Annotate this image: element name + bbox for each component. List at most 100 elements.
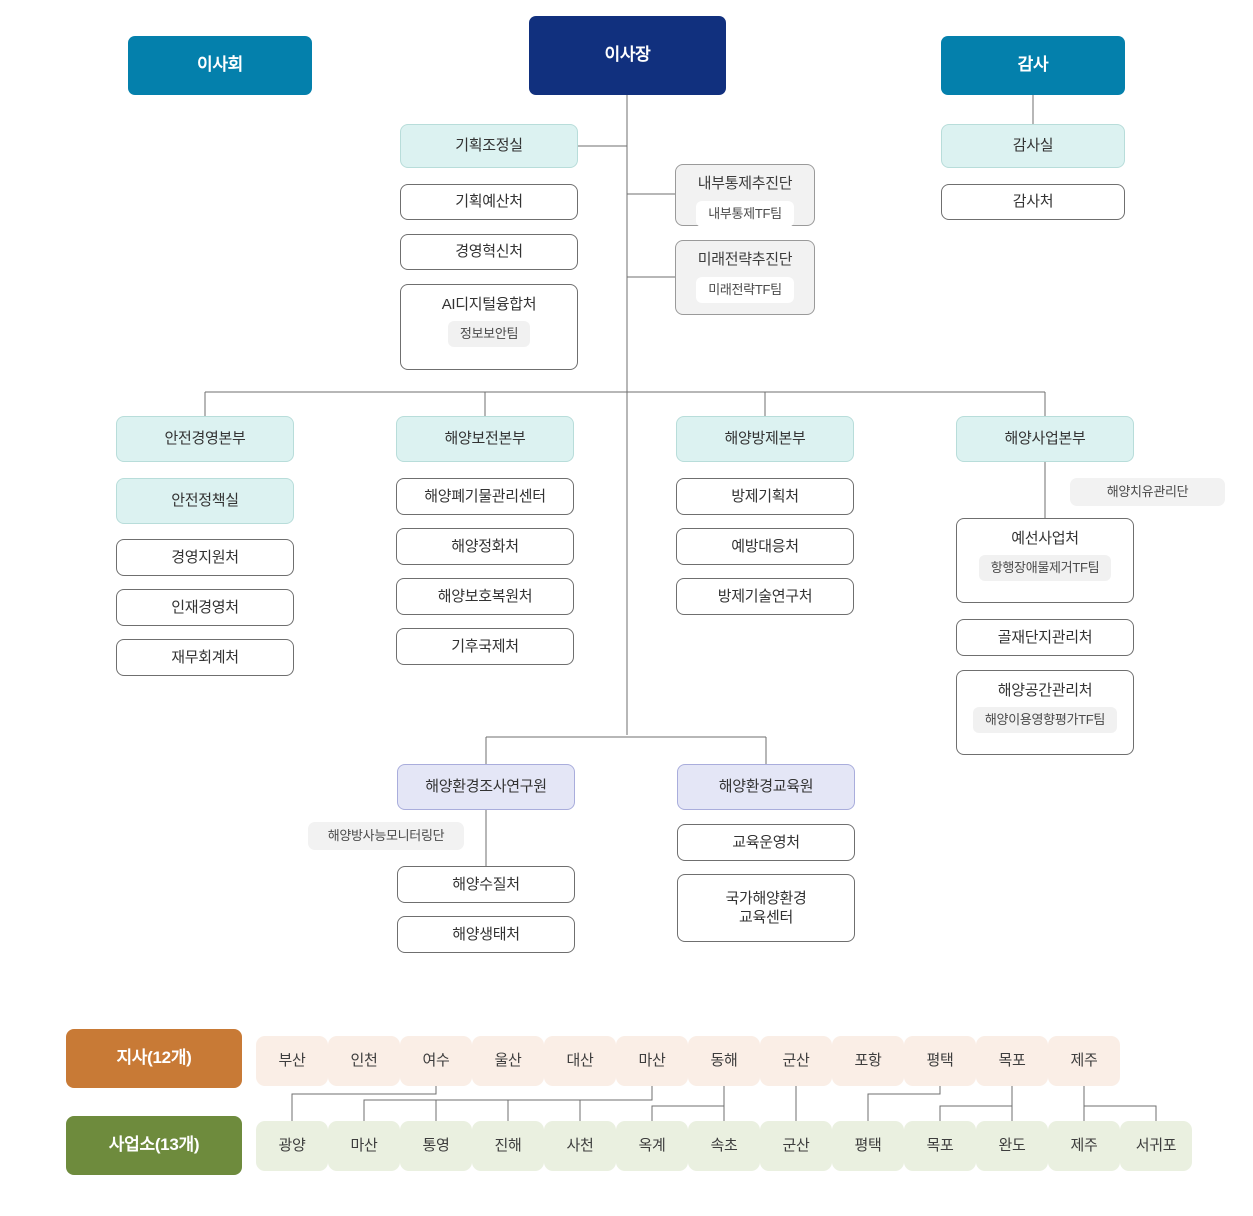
node-label: 경영혁신처	[455, 243, 523, 261]
node-planning-office[interactable]: 기획조정실	[400, 124, 578, 168]
node-label: 제주	[1070, 1052, 1098, 1070]
category-label: 사업소(13개)	[108, 1135, 200, 1155]
office-card-10[interactable]: 목포	[904, 1121, 976, 1171]
node-safety-policy-office[interactable]: 안전정책실	[116, 478, 294, 524]
node-label: 동해	[710, 1052, 738, 1070]
node-label: 이사회	[196, 55, 244, 75]
branch-card-8[interactable]: 군산	[760, 1036, 832, 1086]
node-label: 여수	[422, 1052, 450, 1070]
node-label: 평택	[854, 1137, 882, 1155]
node-marine-water-quality-dept[interactable]: 해양수질처	[397, 866, 575, 903]
node-marine-healing-management-group[interactable]: 해양치유관리단	[1070, 478, 1225, 506]
node-marine-spatial-management-dept[interactable]: 해양공간관리처 해양이용영향평가TF팀	[956, 670, 1134, 755]
node-label: 기획예산처	[455, 193, 523, 211]
node-label: 해양보전본부	[444, 430, 526, 448]
branch-card-7[interactable]: 동해	[688, 1036, 760, 1086]
node-chairman[interactable]: 이사장	[529, 16, 726, 95]
node-label: 교육운영처	[732, 833, 800, 851]
node-label: 완도	[998, 1137, 1026, 1155]
office-card-6[interactable]: 옥계	[616, 1121, 688, 1171]
node-national-marine-environment-education-center[interactable]: 국가해양환경 교육센터	[677, 874, 855, 942]
branch-card-9[interactable]: 포항	[832, 1036, 904, 1086]
node-division-marine-pollution-response[interactable]: 해양방제본부	[676, 416, 854, 462]
node-hr-management-dept[interactable]: 인재경영처	[116, 589, 294, 626]
node-marine-ecology-dept[interactable]: 해양생태처	[397, 916, 575, 953]
node-label: 해양사업본부	[1004, 430, 1086, 448]
node-sub-team-label: 항행장애물제거TF팀	[978, 554, 1112, 582]
node-climate-international-dept[interactable]: 기후국제처	[396, 628, 574, 665]
node-marine-environment-research-institute[interactable]: 해양환경조사연구원	[397, 764, 575, 810]
node-marine-radioactivity-monitoring-group[interactable]: 해양방사능모니터링단	[308, 822, 464, 850]
branch-card-6[interactable]: 마산	[616, 1036, 688, 1086]
node-marine-purification-dept[interactable]: 해양정화처	[396, 528, 574, 565]
node-label: 옥계	[638, 1137, 666, 1155]
node-marine-waste-management-center[interactable]: 해양폐기물관리센터	[396, 478, 574, 515]
node-marine-environment-education-institute[interactable]: 해양환경교육원	[677, 764, 855, 810]
node-audit-department[interactable]: 감사처	[941, 184, 1125, 220]
branch-card-3[interactable]: 여수	[400, 1036, 472, 1086]
node-ai-digital-convergence-dept[interactable]: AI디지털융합처 정보보안팀	[400, 284, 578, 370]
node-label: 기후국제처	[451, 637, 519, 655]
node-label: 골재단지관리처	[997, 628, 1093, 646]
node-aggregate-complex-management-dept[interactable]: 골재단지관리처	[956, 619, 1134, 656]
node-label: 해양생태처	[452, 925, 520, 943]
node-auditor[interactable]: 감사	[941, 36, 1125, 95]
node-education-operation-dept[interactable]: 교육운영처	[677, 824, 855, 861]
office-card-2[interactable]: 마산	[328, 1121, 400, 1171]
node-internal-control-taskforce[interactable]: 내부통제추진단 내부통제TF팀	[675, 164, 815, 228]
node-label: 내부통제추진단	[697, 175, 793, 192]
branch-card-1[interactable]: 부산	[256, 1036, 328, 1086]
office-card-5[interactable]: 사천	[544, 1121, 616, 1171]
node-label: AI디지털융합처	[441, 296, 537, 313]
office-card-9[interactable]: 평택	[832, 1121, 904, 1171]
node-label: 안전경영본부	[164, 430, 246, 448]
node-division-marine-conservation[interactable]: 해양보전본부	[396, 416, 574, 462]
node-future-strategy-taskforce[interactable]: 미래전략추진단 미래전략TF팀	[675, 240, 815, 315]
node-label: 대산	[566, 1052, 594, 1070]
node-sub-team-label: 정보보안팀	[447, 320, 531, 348]
node-management-innovation-dept[interactable]: 경영혁신처	[400, 234, 578, 270]
node-label: 서귀포	[1135, 1137, 1177, 1155]
node-label: 해양환경교육원	[718, 778, 814, 796]
node-finance-accounting-dept[interactable]: 재무회계처	[116, 639, 294, 676]
branch-card-4[interactable]: 울산	[472, 1036, 544, 1086]
node-label: 기획조정실	[455, 137, 523, 155]
office-card-4[interactable]: 진해	[472, 1121, 544, 1171]
node-label: 인재경영처	[171, 598, 239, 616]
branch-card-5[interactable]: 대산	[544, 1036, 616, 1086]
node-tugboat-business-dept[interactable]: 예선사업처 항행장애물제거TF팀	[956, 518, 1134, 603]
node-planning-budget-dept[interactable]: 기획예산처	[400, 184, 578, 220]
branch-card-10[interactable]: 평택	[904, 1036, 976, 1086]
node-response-technology-research-dept[interactable]: 방제기술연구처	[676, 578, 854, 615]
office-card-13[interactable]: 서귀포	[1120, 1121, 1192, 1171]
office-card-1[interactable]: 광양	[256, 1121, 328, 1171]
node-marine-protection-restoration-dept[interactable]: 해양보호복원처	[396, 578, 574, 615]
branch-card-2[interactable]: 인천	[328, 1036, 400, 1086]
node-management-support-dept[interactable]: 경영지원처	[116, 539, 294, 576]
node-label: 방제기술연구처	[717, 587, 813, 605]
office-card-7[interactable]: 속초	[688, 1121, 760, 1171]
node-label: 부산	[278, 1052, 306, 1070]
node-response-planning-dept[interactable]: 방제기획처	[676, 478, 854, 515]
node-division-safety-management[interactable]: 안전경영본부	[116, 416, 294, 462]
node-tf-team-label: 내부통제TF팀	[696, 200, 794, 228]
category-offices[interactable]: 사업소(13개)	[66, 1116, 242, 1175]
branch-card-11[interactable]: 목포	[976, 1036, 1048, 1086]
office-card-12[interactable]: 제주	[1048, 1121, 1120, 1171]
office-card-11[interactable]: 완도	[976, 1121, 1048, 1171]
node-label: 안전정책실	[171, 492, 239, 510]
category-branches[interactable]: 지사(12개)	[66, 1029, 242, 1088]
office-card-8[interactable]: 군산	[760, 1121, 832, 1171]
node-label: 목포	[998, 1052, 1026, 1070]
node-label: 목포	[926, 1137, 954, 1155]
node-label: 해양폐기물관리센터	[424, 487, 546, 505]
branch-card-12[interactable]: 제주	[1048, 1036, 1120, 1086]
office-card-3[interactable]: 통영	[400, 1121, 472, 1171]
node-board-of-directors[interactable]: 이사회	[128, 36, 312, 95]
node-label: 경영지원처	[171, 548, 239, 566]
node-audit-office[interactable]: 감사실	[941, 124, 1125, 168]
node-label: 감사	[1017, 55, 1049, 75]
node-label: 이사장	[604, 45, 651, 65]
node-division-marine-business[interactable]: 해양사업본부	[956, 416, 1134, 462]
node-prevention-response-dept[interactable]: 예방대응처	[676, 528, 854, 565]
